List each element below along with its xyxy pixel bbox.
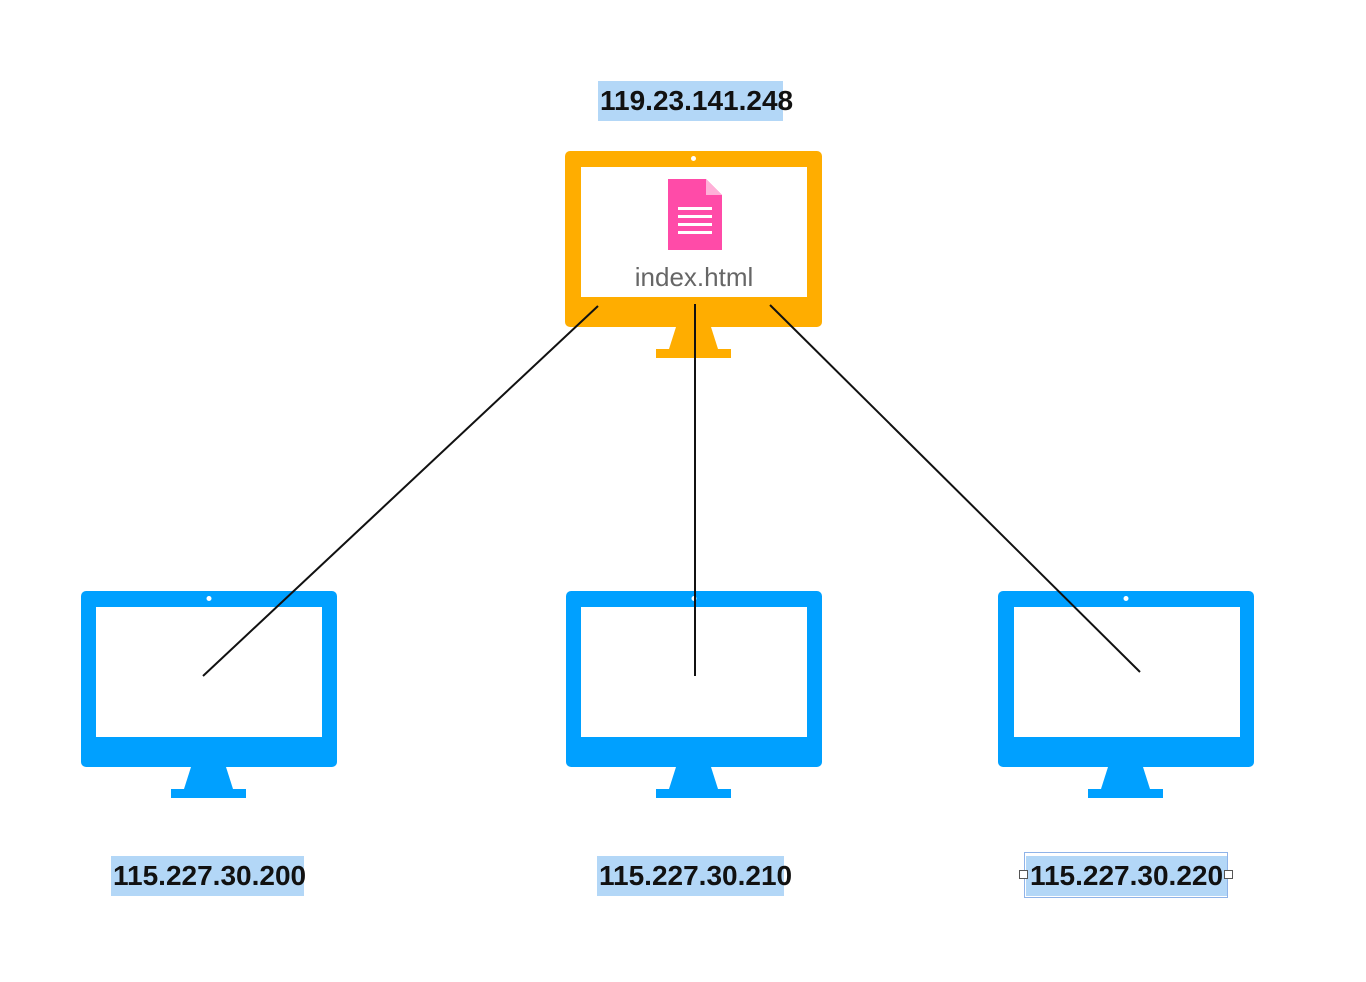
client-3-base: [1088, 789, 1163, 798]
client-2-neck: [669, 767, 718, 789]
client-2-base: [656, 789, 731, 798]
connector-line-3[interactable]: [769, 304, 1141, 673]
connector-line-1[interactable]: [202, 305, 599, 677]
server-monitor-base: [656, 349, 731, 358]
server-camera-dot: [691, 156, 696, 161]
client-2-ip-label[interactable]: 115.227.30.210: [597, 856, 792, 896]
client-1-base: [171, 789, 246, 798]
client-1-neck: [184, 767, 233, 789]
selection-frame: [1024, 852, 1228, 898]
selection-handle-left[interactable]: [1019, 870, 1028, 879]
server-ip-label[interactable]: 119.23.141.248: [598, 81, 793, 121]
server-file-name: index.html: [634, 262, 754, 292]
client-3-camera-dot: [1123, 596, 1129, 601]
client-3-screen: [1014, 607, 1240, 737]
client-monitor-1[interactable]: [81, 591, 337, 798]
client-monitor-3[interactable]: [998, 591, 1254, 798]
client-3-ip-label[interactable]: 115.227.30.220: [1026, 856, 1227, 896]
document-icon: [668, 179, 722, 250]
client-3-neck: [1101, 767, 1150, 789]
client-1-screen: [96, 607, 322, 737]
client-1-camera-dot: [206, 596, 212, 601]
selection-handle-right[interactable]: [1224, 870, 1233, 879]
client-1-ip-label[interactable]: 115.227.30.200: [111, 856, 306, 896]
server-monitor-neck: [669, 327, 718, 349]
